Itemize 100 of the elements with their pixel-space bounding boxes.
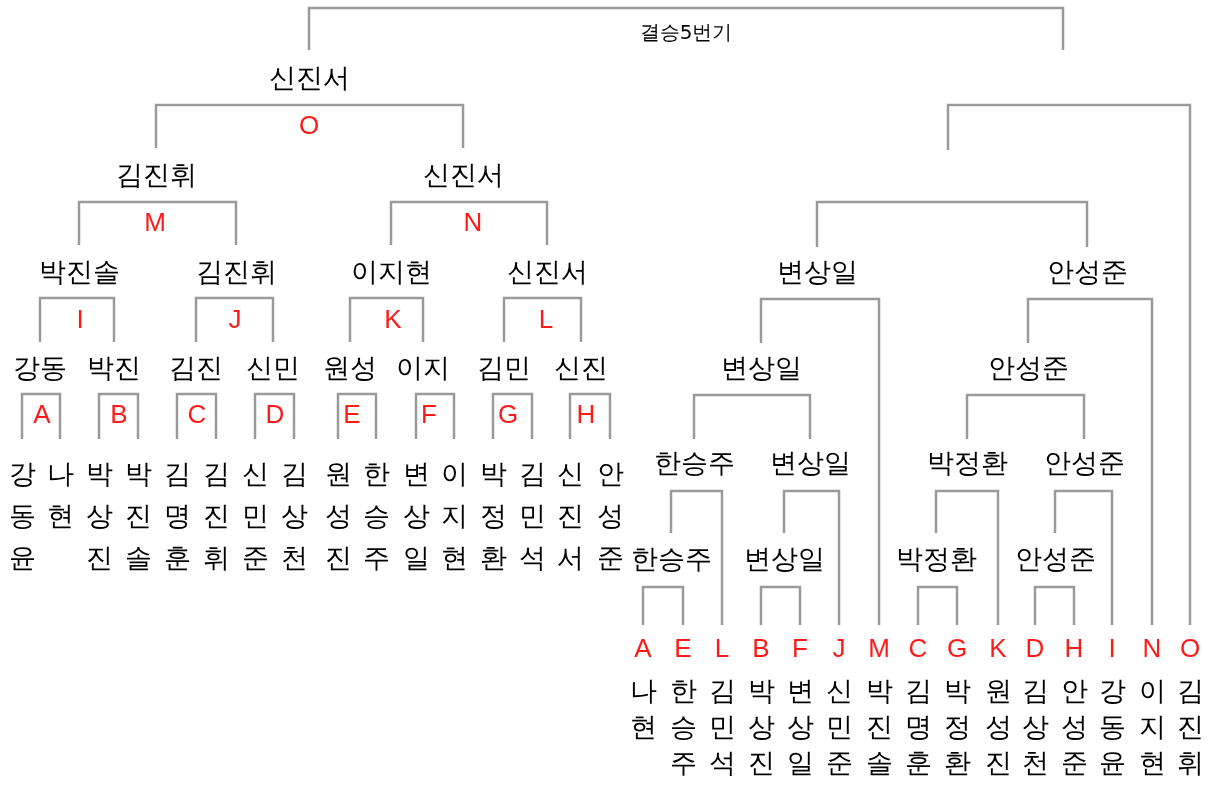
player-name: 안성준 [596,457,624,575]
match-letter: I [1108,633,1116,663]
match-letter: F [421,400,437,428]
bracket-line [336,392,350,439]
player-name: 나현 [629,674,657,744]
bracket-line [156,200,238,245]
bracket-line [955,200,1089,247]
player-name: 강동 [13,352,67,384]
player-name: 신진서 [506,256,588,288]
player-name: 박정환 [895,543,977,575]
bracket-line [391,296,425,342]
player-name: 김민 [477,352,531,384]
bracket-line [273,392,296,439]
bracket-line [309,103,465,148]
player-name: 신진서 [268,62,350,94]
match-letter: J [228,305,242,333]
match-letter: I [76,305,84,333]
bracket-line [568,392,581,439]
bracket-line [1087,297,1154,625]
player-name: 박진솔 [38,256,120,288]
bracket-line [784,585,802,625]
match-letter: D [1025,633,1045,663]
match-letter: G [946,633,968,663]
player-name: 강동윤 [8,457,36,575]
player-name: 박진 [87,352,141,384]
bracket-line [817,297,881,625]
match-letter: H [1064,633,1084,663]
bracket-line [40,392,62,439]
match-letter: O [298,111,320,139]
bracket-line [669,489,694,533]
bracket-line [759,585,784,625]
player-name: 신진 [554,352,608,384]
bracket-line [810,489,841,625]
match-letter: H [576,400,596,428]
match-letter: C [908,633,928,663]
bracket-line [782,489,810,533]
bracket-line [671,585,685,625]
bracket-line [236,296,275,342]
bracket-line [114,392,140,439]
bracket-line [581,392,612,439]
player-name: 한승주 [669,674,697,780]
match-letter: F [792,633,808,663]
bracket-line [759,297,817,343]
bracket-line [815,200,955,247]
bracket-line [20,392,40,439]
player-name: 김진휘 [202,457,230,575]
match-letter: B [752,633,770,663]
bracket-line [1033,585,1055,625]
bracket-line [916,585,936,625]
player-name: 김진 [169,352,223,384]
player-name: 김상천 [280,457,308,575]
bracket-line [350,392,378,439]
bracket-line [423,392,456,439]
bracket-line [936,585,959,625]
bracket-line [1026,297,1087,343]
bracket-line [547,296,583,342]
match-letter: L [538,305,554,333]
player-name: 신민 [246,352,300,384]
player-name: 원성 [323,352,377,384]
player-name: 김민석 [708,674,736,780]
player-name: 안성준 [1046,256,1128,288]
player-name: 변상일 [769,447,851,479]
match-letter: K [989,633,1007,663]
bracket-line [1053,489,1084,533]
bracket-line [934,489,967,533]
player-name: 박진솔 [124,457,152,575]
player-name: 신민준 [825,674,853,780]
player-name: 변상일 [786,674,814,780]
bracket-line [196,392,218,439]
player-name: 김명훈 [163,457,191,575]
match-letter: G [497,400,519,428]
player-name: 이지현 [350,256,432,288]
match-letter: J [832,633,846,663]
player-name: 김진휘 [115,159,197,191]
player-name: 이지 [396,352,450,384]
player-name: 변상일 [720,352,802,384]
bracket-line [194,296,236,342]
player-name: 변상일 [402,457,430,575]
player-name: 박상진 [85,457,113,575]
match-letter: A [634,633,652,663]
player-name: 한승주 [362,457,390,575]
bracket-line [414,392,423,439]
match-letter: M [144,208,166,236]
bracket-line [502,296,547,342]
bracket-line [389,200,463,245]
bracket-title: 결승5번기 [639,20,733,44]
player-name: 박정환 [943,674,971,780]
bracket-line [694,489,724,625]
bracket-line [1084,489,1114,625]
player-name: 변상일 [776,256,858,288]
bracket-line [692,393,761,439]
bracket-line [348,296,391,342]
player-name: 박진솔 [865,674,893,780]
match-letter: E [674,633,692,663]
player-name: 원성진 [324,457,352,575]
bracket-line [965,393,1028,439]
player-name: 나현 [46,457,74,533]
match-letter: K [384,305,402,333]
player-name: 원성진 [984,674,1012,780]
bracket-line [307,6,686,50]
